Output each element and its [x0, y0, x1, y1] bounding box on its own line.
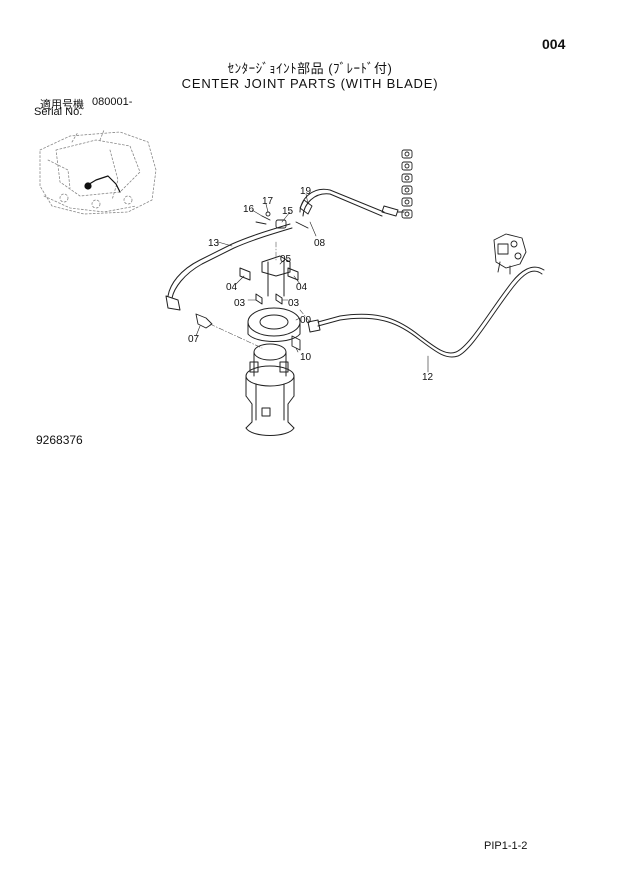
serial-label-japanese: 適用号機 [40, 99, 84, 111]
elbow-fittings [195, 313, 301, 351]
callout-04-right: 04 [296, 282, 308, 293]
blade-valve [493, 233, 527, 275]
title-english: CENTER JOINT PARTS (WITH BLADE) [181, 76, 439, 91]
callout-03-right: 03 [288, 298, 300, 309]
callout-16: 16 [243, 204, 255, 215]
footer-page-code: PIP1-1-2 [484, 840, 528, 852]
callout-labels: 13 16 17 15 19 08 05 04 04 03 03 00 07 1… [188, 186, 434, 383]
machine-overview-thumbnail [39, 129, 157, 215]
assembly-centerlines [209, 241, 311, 349]
drawing-number: 9268376 [36, 433, 83, 447]
hose-12 [307, 266, 545, 358]
callout-00: 00 [300, 315, 312, 326]
title-japanese: ｾﾝﾀｰｼﾞｮｲﾝﾄ部品 (ﾌﾞﾚｰﾄﾞ付) [227, 61, 393, 76]
callout-04-left: 04 [226, 282, 238, 293]
callout-10: 10 [300, 352, 312, 363]
center-joint-swivel [239, 255, 301, 436]
control-valve-fittings [401, 149, 413, 219]
callout-19: 19 [300, 186, 312, 197]
callout-leaders [195, 193, 429, 373]
callout-17: 17 [262, 196, 274, 207]
callout-05: 05 [280, 254, 292, 265]
callout-03-left: 03 [234, 298, 246, 309]
callout-13: 13 [208, 238, 220, 249]
hose-13 [165, 223, 293, 311]
callout-12: 12 [422, 372, 434, 383]
callout-07: 07 [188, 334, 200, 345]
page-number: 004 [542, 36, 566, 52]
hose-08 [299, 188, 405, 217]
callout-15: 15 [282, 206, 294, 217]
serial-label-english: Serial No. [34, 106, 83, 118]
callout-08: 08 [314, 238, 326, 249]
thumbnail-highlight-hose [84, 175, 121, 193]
serial-number-value: 080001- [92, 96, 133, 108]
